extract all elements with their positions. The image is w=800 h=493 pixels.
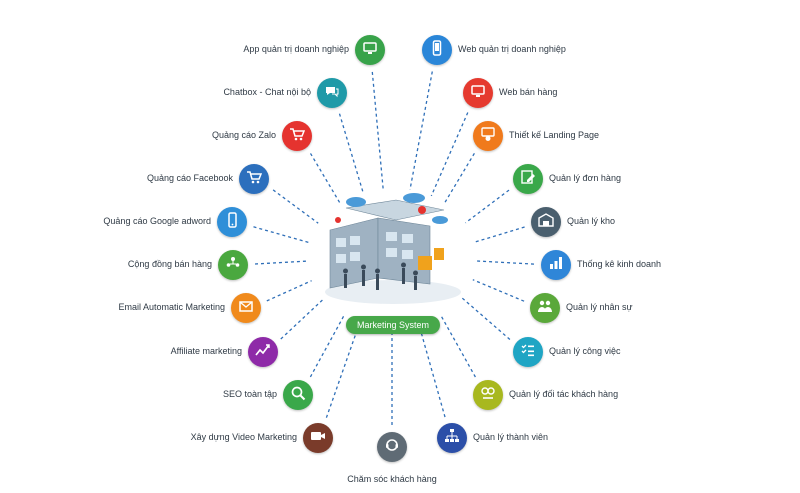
chat-icon [324,83,340,104]
cart-icon [246,169,263,190]
feature-node[interactable] [513,164,543,194]
connector-line [465,189,510,224]
feature-node[interactable] [422,35,452,65]
feature-label[interactable]: Quản lý thành viên [473,432,549,442]
feature-label[interactable]: Quản lý nhân sự [566,302,633,312]
connector-line [474,226,525,243]
connector-line [272,189,319,224]
monitor-icon [470,83,486,104]
bar-chart-icon [548,255,564,276]
feature-label[interactable]: Web quản trị doanh nghiệp [458,44,566,54]
feature-label[interactable]: Quản lý đối tác khách hàng [509,389,619,399]
connector-line [476,260,535,265]
feature-label[interactable]: App quản trị doanh nghiệp [243,44,349,54]
marketing-system-button[interactable]: Marketing System [346,316,440,334]
community-icon [225,255,241,276]
people-icon [537,298,553,319]
feature-node[interactable] [377,432,407,462]
trend-icon [255,342,271,363]
support-icon [384,437,400,458]
org-chart-icon [444,428,460,449]
feature-node[interactable] [303,423,333,453]
connector-line [309,315,345,378]
feature-label[interactable]: Quản lý đơn hàng [549,173,621,183]
connector-line [440,314,476,378]
feature-node[interactable] [231,293,261,323]
feature-label[interactable]: SEO toàn tập [222,389,277,399]
feature-label[interactable]: Chatbox - Chat nội bộ [223,87,311,97]
feature-node[interactable] [355,35,385,65]
feature-label[interactable]: Chăm sóc khách hàng [347,474,437,484]
feature-node[interactable] [463,78,493,108]
connector-line [254,260,308,265]
feature-label[interactable]: Quảng cáo Google adword [103,216,211,226]
connector-line [444,152,475,204]
feature-node[interactable] [218,250,248,280]
connector-line [371,71,384,189]
connector-line [418,324,446,418]
feature-node[interactable] [282,121,312,151]
feature-node[interactable] [541,250,571,280]
connector-line [409,71,433,190]
connector-line [325,322,361,418]
feature-node[interactable] [513,337,543,367]
partner-icon [480,385,496,406]
feature-label[interactable]: Thống kê kinh doanh [577,259,662,269]
feature-node[interactable] [437,423,467,453]
feature-label[interactable]: Quảng cáo Zalo [211,130,276,140]
mobile-icon [429,39,445,61]
monitor-icon [362,40,378,61]
feature-node[interactable] [217,207,247,237]
feature-label[interactable]: Affiliate marketing [170,346,242,356]
edit-icon [520,169,536,190]
feature-node[interactable] [283,380,313,410]
connector-line [461,297,511,340]
feature-node[interactable] [531,207,561,237]
hub-illustration [318,190,468,310]
connector-line [266,280,312,302]
feature-node[interactable] [530,293,560,323]
feature-label[interactable]: Quảng cáo Facebook [146,173,233,183]
connector-line [430,112,469,197]
connector-line [472,279,525,302]
feature-label[interactable]: Xây dựng Video Marketing [190,432,297,442]
feature-label[interactable]: Quản lý công việc [549,346,621,356]
phone-icon [224,211,240,233]
connector-line [280,298,324,340]
video-icon [310,428,326,449]
feature-label[interactable]: Email Automatic Marketing [118,302,225,312]
feature-label[interactable]: Quản lý kho [567,216,616,226]
shopping-cart-icon [289,126,306,147]
feature-node[interactable] [473,121,503,151]
feature-label[interactable]: Web bán hàng [499,87,558,97]
warehouse-icon [538,212,554,233]
feature-node[interactable] [239,164,269,194]
checklist-icon [520,342,536,363]
feature-label[interactable]: Thiết kế Landing Page [509,130,600,140]
feature-node[interactable] [317,78,347,108]
feature-node[interactable] [248,337,278,367]
feature-label[interactable]: Cộng đồng bán hàng [127,259,212,269]
email-icon [238,298,254,319]
feature-node[interactable] [473,380,503,410]
landing-icon [480,126,496,147]
seo-icon [290,385,306,406]
connector-line [253,226,310,244]
connector-line [338,113,364,193]
